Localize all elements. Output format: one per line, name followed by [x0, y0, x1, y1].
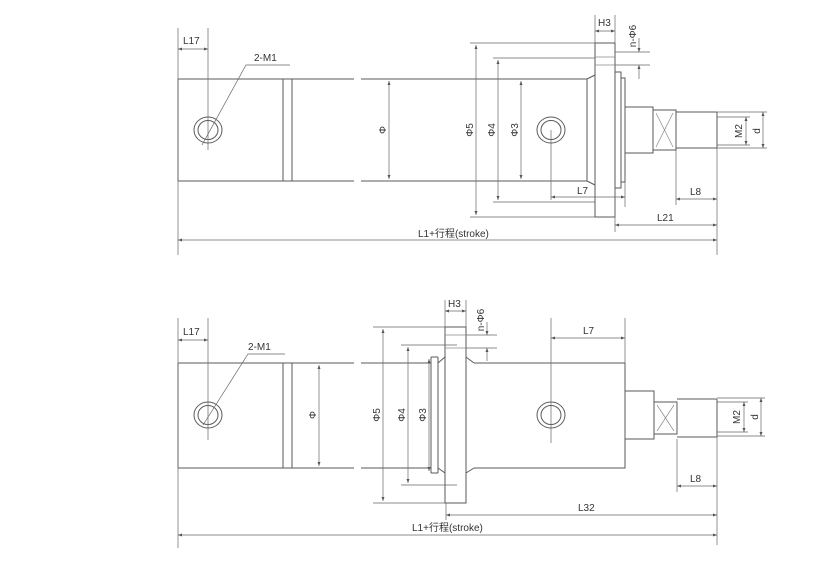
label-phi: Φ: [308, 411, 319, 419]
label-n-phi6: n-Φ6: [628, 24, 639, 47]
label-l21: L21: [657, 213, 674, 224]
label-phi5: Φ5: [372, 408, 383, 422]
label-l8: L8: [690, 187, 702, 198]
bottom-rod-end-block: [624, 390, 655, 440]
top-flange: [594, 42, 616, 218]
label-phi: Φ: [378, 126, 389, 134]
label-m2: M2: [732, 410, 743, 424]
label-l17: L17: [183, 327, 200, 338]
label-l32: L32: [578, 503, 595, 514]
label-l7: L7: [577, 186, 589, 197]
label-l1-stroke: L1+行程(stroke): [412, 521, 483, 534]
label-2-m1: 2-M1: [254, 53, 277, 64]
label-phi3: Φ3: [418, 408, 429, 422]
bottom-piston-rod: [677, 398, 718, 438]
label-l1-stroke: L1+行程(stroke): [418, 227, 489, 240]
top-dimensions: [177, 15, 767, 255]
top-hex-nut: [652, 109, 677, 151]
bottom-view: L17 2-M1 Φ Φ5 Φ4 Φ3 H3 n-Φ6 M2 d L7 L8 L…: [177, 299, 765, 548]
top-cylinder-body: [177, 42, 718, 218]
label-d: d: [752, 128, 763, 134]
top-labels: L17 2-M1 Φ Φ5 Φ4 Φ3 H3 n-Φ6 M2 d L7 L8 L…: [183, 18, 763, 240]
label-h3: H3: [448, 299, 461, 310]
bottom-hex-nut: [653, 401, 678, 435]
label-d: d: [750, 414, 761, 420]
top-piston-rod: [676, 111, 718, 149]
bottom-cylinder-body: [177, 326, 718, 504]
label-l7: L7: [583, 326, 595, 337]
bottom-flange: [444, 326, 467, 504]
label-phi4: Φ4: [397, 408, 408, 422]
top-rod-end-block: [624, 106, 654, 154]
label-phi4: Φ4: [487, 123, 498, 137]
bottom-labels: L17 2-M1 Φ Φ5 Φ4 Φ3 H3 n-Φ6 M2 d L7 L8 L…: [183, 299, 761, 534]
label-h3: H3: [598, 18, 611, 29]
label-m2: M2: [734, 124, 745, 138]
bottom-dimensions: [177, 300, 765, 548]
label-phi3: Φ3: [510, 123, 521, 137]
label-phi5: Φ5: [465, 123, 476, 137]
label-l8: L8: [690, 474, 702, 485]
label-l17: L17: [183, 36, 200, 47]
label-2-m1: 2-M1: [248, 342, 271, 353]
label-n-phi6: n-Φ6: [476, 308, 487, 331]
top-view: L17 2-M1 Φ Φ5 Φ4 Φ3 H3 n-Φ6 M2 d L7 L8 L…: [177, 15, 767, 255]
